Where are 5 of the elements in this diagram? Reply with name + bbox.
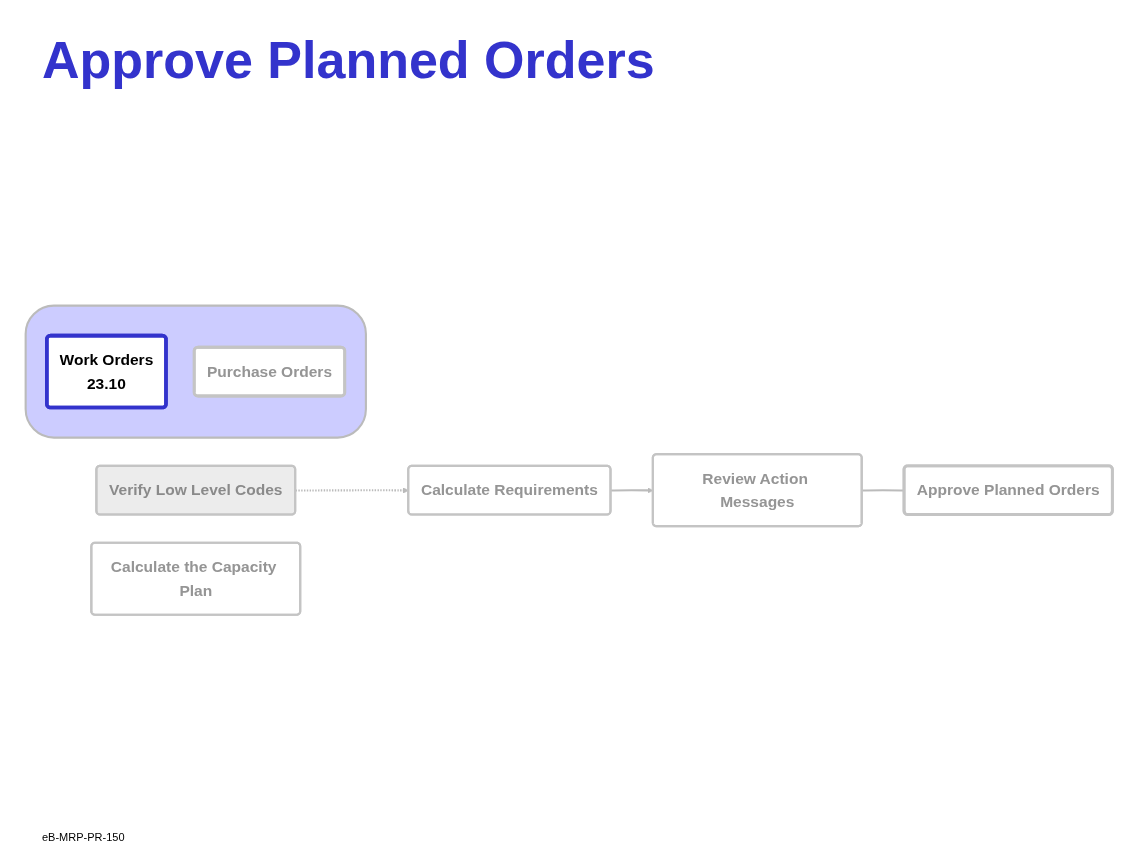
connector xyxy=(862,489,905,492)
page-title: Approve Planned Orders xyxy=(42,30,656,90)
arrow xyxy=(295,487,409,494)
cluster xyxy=(24,304,367,439)
document-code: eB-MRP-PR-150 xyxy=(42,831,125,843)
